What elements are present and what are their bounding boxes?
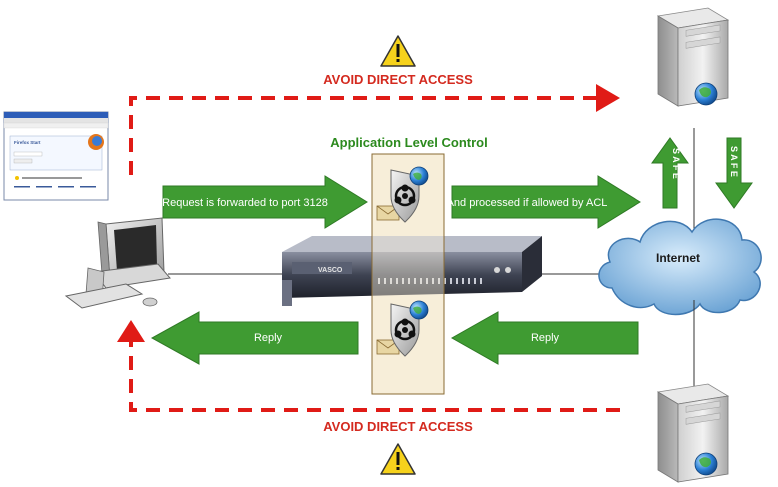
appliance-brand: VASCO xyxy=(318,267,343,274)
browser-window-icon: Firefox Start xyxy=(3,111,109,201)
safe-down-label: S A F E xyxy=(729,146,739,177)
reply-left-label: Reply xyxy=(254,332,283,344)
reply-right-label: Reply xyxy=(531,332,560,344)
safe-up-arrow: S A F E xyxy=(651,137,689,209)
keyboard-icon xyxy=(64,283,144,309)
server-tower-icon xyxy=(656,7,730,107)
browser-title: Firefox Start xyxy=(14,140,41,145)
control-title: Application Level Control xyxy=(330,135,487,150)
biohazard-shield-icon xyxy=(376,166,429,223)
server-tower-icon xyxy=(656,383,730,483)
safe-up-label: S A F E xyxy=(671,148,681,179)
red-arrowhead-up-icon xyxy=(117,320,145,342)
red-arrowhead-right-icon xyxy=(596,84,620,112)
avoid-path-bottom xyxy=(117,320,620,412)
processed-arrow: And processed if allowed by ACL xyxy=(447,175,641,229)
safe-down-arrow: S A F E xyxy=(715,137,753,209)
request-arrow-label: Request is forwarded to port 3128 xyxy=(162,197,328,209)
cloud-label: Internet xyxy=(656,251,700,265)
biohazard-shield-icon xyxy=(376,300,429,357)
mouse-icon xyxy=(142,297,158,307)
internet-cloud-icon: Internet xyxy=(598,218,762,316)
top-warning-label: AVOID DIRECT ACCESS xyxy=(323,72,473,87)
avoid-path-top xyxy=(129,84,620,175)
reply-arrow-left: Reply xyxy=(150,311,359,365)
processed-arrow-label: And processed if allowed by ACL xyxy=(447,197,608,209)
request-arrow: Request is forwarded to port 3128 xyxy=(162,175,368,229)
desktop-computer-icon xyxy=(64,217,171,309)
warning-triangle-icon xyxy=(380,443,416,475)
bottom-warning-label: AVOID DIRECT ACCESS xyxy=(323,419,473,434)
reply-arrow-right: Reply xyxy=(450,311,639,365)
rack-appliance-icon: VASCO xyxy=(282,236,542,306)
warning-triangle-icon xyxy=(380,35,416,67)
